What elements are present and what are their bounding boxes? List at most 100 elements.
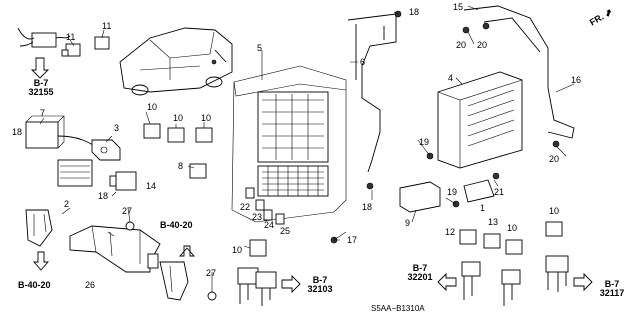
callout-14: 14 <box>146 181 157 191</box>
callout-27b: 27 <box>206 268 217 278</box>
relay-10a <box>143 123 161 139</box>
connector-32201 <box>461 261 521 306</box>
ref-b7-32103: B-7 32103 <box>302 275 338 295</box>
callout-20c: 20 <box>549 154 560 164</box>
bracket-16 <box>463 5 575 139</box>
fuse-23 <box>255 199 265 211</box>
relay-10b <box>167 127 185 143</box>
ref-b7-32117-line2: 32117 <box>599 288 625 299</box>
callout-16: 16 <box>571 75 582 85</box>
relay-13 <box>483 233 501 249</box>
callout-18-left: 18 <box>12 127 23 137</box>
ref-b7-32103-line1: B-7 <box>312 275 328 285</box>
relay-11b <box>94 36 110 50</box>
ref-b7-32117-line1: B-7 <box>604 279 620 289</box>
arrow-down-32155 <box>30 57 50 79</box>
relay-10c <box>195 127 213 143</box>
module-2 <box>57 159 93 187</box>
relay-10f <box>545 221 563 237</box>
relay-12 <box>459 229 477 245</box>
callout-26: 26 <box>85 280 96 290</box>
callout-4: 4 <box>448 73 454 83</box>
callout-19b: 19 <box>447 187 458 197</box>
grommet-27b <box>207 291 217 301</box>
ecu-4 <box>437 71 523 169</box>
arrow-down-b40-left <box>33 251 49 271</box>
bracket-6 <box>347 13 397 173</box>
callout-11b: 11 <box>102 21 112 31</box>
callout-5: 5 <box>257 43 263 53</box>
arrow-left-32201 <box>437 272 457 292</box>
relay-10d <box>249 239 267 257</box>
relay-14 <box>109 171 137 191</box>
bolt-20c <box>552 140 560 148</box>
callout-10f: 10 <box>549 206 560 216</box>
ref-b7-32201-line2: 32201 <box>407 272 433 283</box>
car-illustration <box>119 27 233 96</box>
callout-1: 1 <box>480 203 486 213</box>
wire-connector <box>17 27 71 48</box>
callout-19a: 19 <box>419 137 430 147</box>
fuse-24 <box>263 209 273 221</box>
callout-20b: 20 <box>477 40 488 50</box>
ref-b40-20-left: B-40-20 <box>18 280 51 290</box>
ref-b7-32155-line1: B-7 <box>33 78 49 88</box>
ref-b7-32117: B-7 32117 <box>594 279 630 299</box>
ref-b7-32103-line2: 32103 <box>307 284 333 295</box>
callout-20a: 20 <box>456 40 467 50</box>
ref-b7-32155-line2: 32155 <box>28 87 54 98</box>
callout-10e: 10 <box>507 223 518 233</box>
ref-b40-20-mid: B-40-20 <box>160 220 193 230</box>
callout-6: 6 <box>360 57 366 67</box>
callout-10b: 10 <box>173 113 184 123</box>
callout-9: 9 <box>405 218 411 228</box>
unit-9 <box>399 181 441 213</box>
connector-32117 <box>545 255 569 292</box>
callout-18-top: 18 <box>409 7 420 17</box>
fuse-25 <box>275 213 285 225</box>
connector-32103 <box>237 267 277 306</box>
callout-10d: 10 <box>232 245 243 255</box>
callout-8: 8 <box>178 161 184 171</box>
callout-22: 22 <box>240 202 251 212</box>
relay-11a <box>61 43 81 57</box>
bracket-1 <box>463 179 495 203</box>
callout-25: 25 <box>280 226 291 236</box>
ref-b7-32155: B-7 32155 <box>23 78 59 98</box>
relay-10e <box>505 239 523 255</box>
fuse-22 <box>245 187 255 199</box>
callout-24: 24 <box>264 220 275 230</box>
callout-17: 17 <box>347 235 358 245</box>
arrow-right-32117 <box>573 272 593 292</box>
bracket-small-mid <box>159 261 189 301</box>
callout-3: 3 <box>114 123 120 133</box>
callout-10c: 10 <box>201 113 212 123</box>
relay-8 <box>189 163 207 179</box>
callout-7: 7 <box>40 108 46 118</box>
arrow-up-b40-mid <box>179 245 195 257</box>
callout-12: 12 <box>445 227 456 237</box>
leader-lines <box>39 5 575 292</box>
callout-18-mid: 18 <box>98 191 109 201</box>
bolt-20a <box>462 26 470 34</box>
bracket-3 <box>91 139 121 161</box>
bolt-18b <box>366 182 374 190</box>
callout-18-center: 18 <box>362 202 373 212</box>
bolt-21 <box>492 172 500 180</box>
control-unit-7 <box>25 115 65 149</box>
callout-27a: 27 <box>122 206 133 216</box>
bracket-26 <box>69 225 161 273</box>
diagram-code: S5AA−B1310A <box>371 304 425 313</box>
callout-15: 15 <box>453 2 464 12</box>
callout-2: 2 <box>64 199 70 209</box>
callout-10a: 10 <box>147 102 158 112</box>
ref-b7-32201-line1: B-7 <box>412 263 428 273</box>
arrow-right-32103 <box>281 274 301 294</box>
callout-23: 23 <box>252 212 263 222</box>
fuse-box-5 <box>231 65 347 223</box>
grommet-27a <box>125 221 135 231</box>
ref-b7-32201: B-7 32201 <box>402 263 438 283</box>
callout-11a: 11 <box>66 32 76 42</box>
bracket-small-left <box>25 209 53 247</box>
